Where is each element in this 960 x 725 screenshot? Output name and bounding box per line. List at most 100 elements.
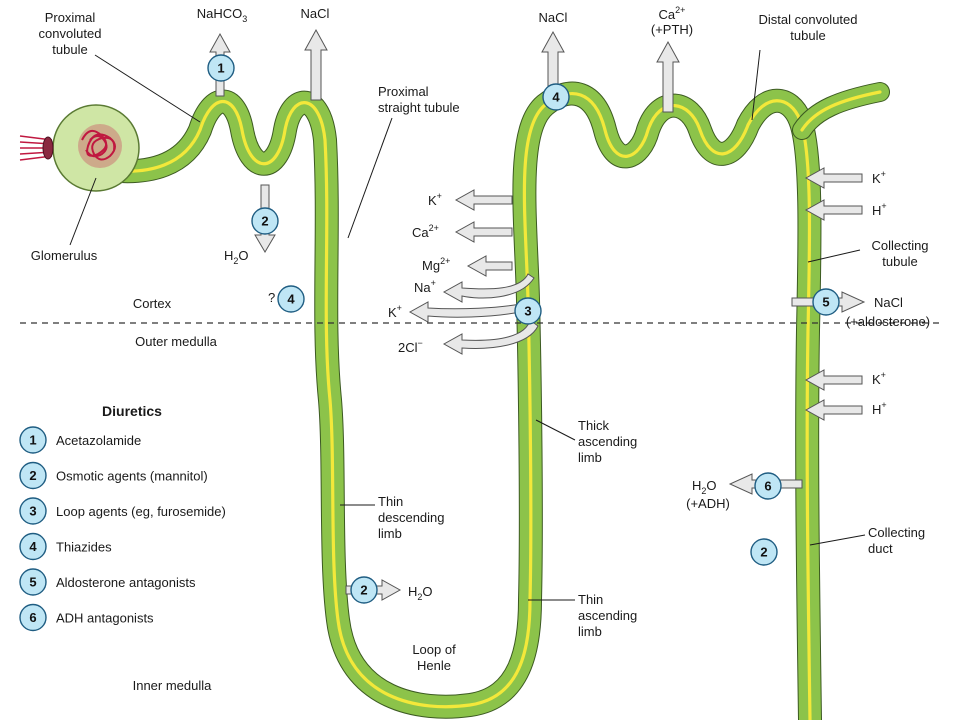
- legend-label: Loop agents (eg, furosemide): [56, 504, 226, 519]
- arrow-h-ct: [804, 199, 863, 221]
- label-h2o-loop: H2O: [408, 584, 433, 602]
- branchPath-lumen: [800, 90, 882, 132]
- arrow-h-cd: [804, 399, 863, 421]
- svg-text:4: 4: [287, 292, 295, 307]
- legend-label: Acetazolamide: [56, 433, 141, 448]
- badge-6: 6: [754, 472, 782, 500]
- tubePath-outline: [96, 81, 822, 725]
- label-ca-top: Ca2+: [659, 5, 686, 22]
- legend-label: Osmotic agents (mannitol): [56, 469, 208, 484]
- diagram-badges: 1 2 4 4 3 5 6 2 2: [207, 54, 840, 604]
- badge-2-cd: 2: [750, 538, 778, 566]
- legend-number: 4: [29, 539, 37, 554]
- legend-number: 6: [29, 610, 36, 625]
- label-h-ct: H+: [872, 201, 887, 218]
- label-na3: Na+: [414, 278, 436, 295]
- legend-number: 3: [29, 504, 36, 519]
- label-h-cd: H+: [872, 400, 887, 417]
- legend-item: 2 Osmotic agents (mannitol): [19, 461, 208, 490]
- nephron-tubule: [96, 81, 822, 725]
- arrow-nacl-pct: [304, 28, 328, 101]
- legend-badge: [19, 461, 47, 490]
- legend-number: 5: [29, 575, 36, 590]
- badge-5: 5: [812, 288, 840, 316]
- label-nacl-aldo: NaCl: [874, 295, 903, 310]
- label-mg2: Mg2+: [422, 256, 450, 273]
- arrow-k1: [454, 189, 513, 211]
- badge-3: 3: [514, 297, 542, 325]
- legend-item: 5 Aldosterone antagonists: [19, 568, 196, 596]
- label-h2o-pct: H2O: [224, 248, 249, 266]
- badge-4-cortex: 4: [277, 285, 305, 313]
- label-inner-medulla: Inner medulla: [133, 678, 213, 693]
- legend-title: Diuretics: [102, 403, 162, 419]
- tubule-path: [108, 94, 810, 720]
- badge-2-pct: 2: [251, 207, 279, 235]
- legend-label: ADH antagonists: [56, 611, 154, 626]
- label-ca2: Ca2+: [412, 223, 439, 240]
- badge-2-loop: 2: [350, 576, 378, 604]
- svg-text:3: 3: [524, 304, 531, 319]
- svg-text:4: 4: [552, 90, 560, 105]
- legend-badge: [19, 426, 47, 454]
- legend-label: Aldosterone antagonists: [56, 575, 196, 590]
- label-h2o-adh: H2O: [692, 478, 717, 496]
- arrow-k-ct: [804, 167, 863, 189]
- svg-text:2: 2: [360, 583, 367, 598]
- label-adh: (+ADH): [686, 496, 730, 511]
- legend-badge: [19, 497, 47, 525]
- arrow-k3: [408, 301, 521, 323]
- svg-text:1: 1: [217, 61, 224, 76]
- label-nacl-top: NaCl: [301, 6, 330, 21]
- label-question: ?: [268, 290, 275, 305]
- tubePath-wall: [97, 82, 821, 725]
- arrow-ca-dct: [656, 40, 680, 113]
- legend-badge: [19, 568, 47, 596]
- legend-item: 6 ADH antagonists: [19, 603, 154, 632]
- svg-text:5: 5: [822, 295, 829, 310]
- label-cl3: 2Cl−: [398, 338, 423, 355]
- leader-lines: [69, 49, 866, 601]
- label-glomerulus: Glomerulus: [31, 248, 98, 263]
- glomerulus: [19, 104, 140, 192]
- svg-text:6: 6: [764, 479, 771, 494]
- legend-item: 1 Acetazolamide: [19, 426, 141, 454]
- label-pth: (+PTH): [651, 22, 693, 37]
- label-nahco3: NaHCO3: [197, 6, 248, 24]
- label-k3: K+: [388, 303, 402, 320]
- legend-item: 4 Thiazides: [19, 532, 112, 561]
- legend-label: Thiazides: [56, 540, 112, 555]
- tubePath-lumen: [106, 92, 812, 722]
- branchPath-wall: [793, 83, 889, 139]
- badge-1: 1: [207, 54, 235, 82]
- svg-text:2: 2: [760, 545, 767, 560]
- legend-number: 2: [29, 468, 36, 483]
- label-aldosterone: (+aldosterone): [846, 314, 930, 329]
- label-nacl-top2: NaCl: [539, 10, 568, 25]
- arrow-ca2: [454, 221, 513, 243]
- legend-badge: [19, 532, 47, 561]
- badge-4-dct: 4: [542, 83, 570, 111]
- label-cortex: Cortex: [133, 296, 172, 311]
- label-k1: K+: [428, 191, 442, 208]
- arrow-k-cd: [804, 369, 863, 391]
- legend-item: 3 Loop agents (eg, furosemide): [19, 497, 226, 525]
- arrow-cl3: [442, 319, 539, 355]
- diuretics-legend: Diuretics 1 Acetazolamide 2 Osmotic agents …: [19, 403, 226, 632]
- label-k-cd: K+: [872, 370, 886, 387]
- arrow-mg2: [466, 255, 513, 277]
- legend-number: 1: [29, 433, 36, 448]
- label-k-ct: K+: [872, 169, 886, 186]
- arrow-na3: [442, 273, 535, 303]
